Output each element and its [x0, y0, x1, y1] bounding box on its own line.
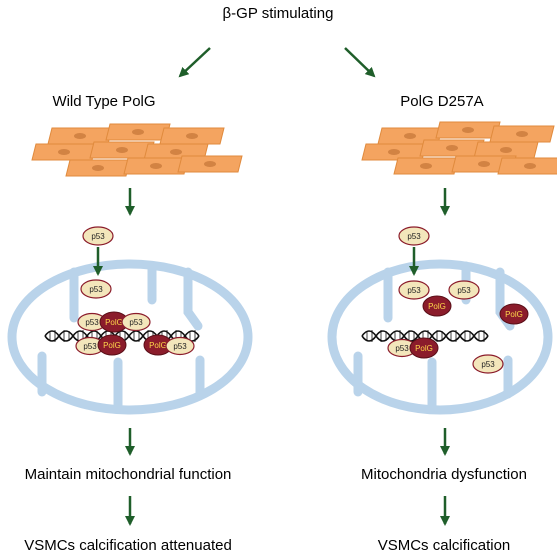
svg-text:p53: p53 — [89, 285, 103, 294]
svg-text:PolG: PolG — [149, 341, 167, 350]
svg-text:PolG: PolG — [428, 302, 446, 311]
svg-text:p53: p53 — [457, 286, 471, 295]
left-p53-bound-4: p53 — [165, 336, 195, 356]
svg-text:p53: p53 — [407, 286, 421, 295]
right-outcome-2: VSMCs calcification — [378, 537, 511, 554]
svg-text:PolG: PolG — [105, 318, 123, 327]
svg-text:PolG: PolG — [415, 344, 433, 353]
left-p53-cytosol: p53 — [82, 226, 114, 246]
left-mitochondrion — [7, 259, 253, 415]
right-p53-free-3: p53 — [472, 354, 504, 374]
arrow-stimulus-right — [344, 47, 376, 78]
right-cell-sheet — [361, 121, 557, 175]
right-polg-free-1: PolG — [422, 295, 452, 317]
left-outcome-2: VSMCs calcification attenuated — [24, 537, 232, 554]
arrow-stimulus-left — [178, 47, 211, 78]
left-p53-bound-1: p53 — [77, 312, 107, 332]
right-p53-free-2: p53 — [448, 280, 480, 300]
right-title: PolG D257A — [400, 93, 483, 110]
left-polg-bound-2: PolG — [97, 334, 127, 356]
right-outcome-1: Mitochondria dysfunction — [361, 466, 527, 483]
right-p53-free-1: p53 — [398, 280, 430, 300]
svg-text:p53: p53 — [85, 318, 99, 327]
stimulus-label: β-GP stimulating — [223, 5, 334, 22]
svg-text:p53: p53 — [173, 342, 187, 351]
svg-text:PolG: PolG — [505, 310, 523, 319]
left-cell-sheet — [31, 123, 243, 177]
svg-text:PolG: PolG — [103, 341, 121, 350]
left-title: Wild Type PolG — [52, 93, 155, 110]
svg-text:p53: p53 — [91, 232, 105, 241]
svg-text:p53: p53 — [395, 344, 409, 353]
left-outcome-1: Maintain mitochondrial function — [25, 466, 232, 483]
left-p53-bound-2: p53 — [121, 312, 151, 332]
right-polg-bound: PolG — [409, 337, 439, 359]
svg-text:p53: p53 — [83, 342, 97, 351]
left-polg-bound-3: PolG — [143, 334, 173, 356]
right-p53-cytosol: p53 — [398, 226, 430, 246]
right-polg-free-2: PolG — [499, 303, 529, 325]
svg-text:p53: p53 — [407, 232, 421, 241]
svg-text:p53: p53 — [481, 360, 495, 369]
right-mitochondrion — [327, 259, 553, 415]
left-p53-matrix: p53 — [80, 279, 112, 299]
svg-text:p53: p53 — [129, 318, 143, 327]
